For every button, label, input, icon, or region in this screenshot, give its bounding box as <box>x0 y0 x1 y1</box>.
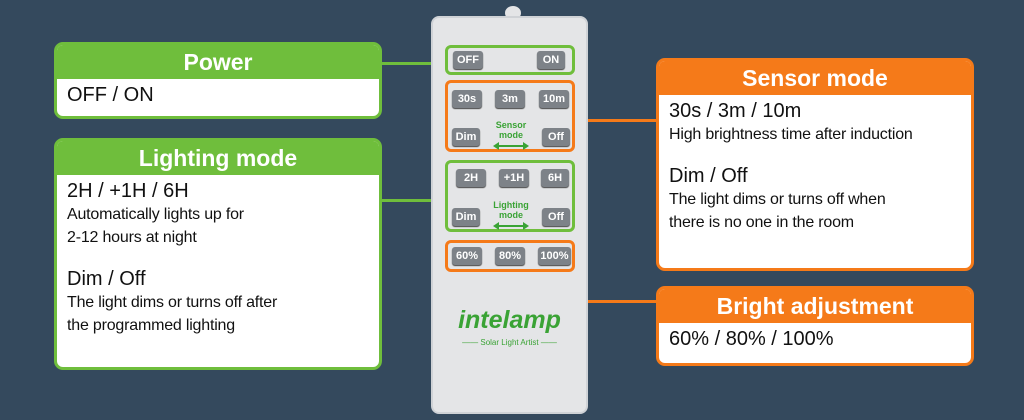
lighting-mode-arrow <box>493 222 529 230</box>
power-connector <box>380 62 444 65</box>
sensor-desc-2: The light dims or turns off when <box>669 191 886 208</box>
bright-title: Bright adjustment <box>659 289 971 323</box>
sensor-dim-off: Dim / Off <box>669 165 748 187</box>
lighting-desc-3: The light dims or turns off after <box>67 294 278 311</box>
lighting-plus1h-button[interactable]: +1H <box>499 169 529 187</box>
sensor-mode-arrow <box>493 142 529 150</box>
bright-80-button[interactable]: 80% <box>495 247 525 265</box>
sensor-mode-label-2: mode <box>498 130 523 140</box>
bright-panel: 60% 80% 100% <box>445 240 575 272</box>
on-button[interactable]: ON <box>537 51 565 69</box>
lighting-2h-button[interactable]: 2H <box>456 169 486 187</box>
lighting-desc-4: the programmed lighting <box>67 317 235 334</box>
sensor-off-button[interactable]: Off <box>542 128 570 146</box>
lighting-options: 2H / +1H / 6H <box>67 180 189 202</box>
sensor-mode-label: Sensor mode <box>486 120 536 140</box>
bright-100-button[interactable]: 100% <box>538 247 571 265</box>
bright-60-button[interactable]: 60% <box>452 247 482 265</box>
power-title: Power <box>57 45 379 79</box>
lighting-mode-label-2: mode <box>498 210 523 220</box>
sensor-callout: Sensor mode 30s / 3m / 10m High brightne… <box>656 58 974 271</box>
bright-callout: Bright adjustment 60% / 80% / 100% <box>656 286 974 366</box>
sensor-connector <box>576 119 658 122</box>
lighting-mode-label: Lighting mode <box>486 200 536 220</box>
lighting-mode-label-1: Lighting <box>493 200 529 210</box>
power-options: OFF / ON <box>67 84 154 106</box>
sensor-3m-button[interactable]: 3m <box>495 90 525 108</box>
lighting-desc-2: 2-12 hours at night <box>67 229 197 246</box>
sensor-title: Sensor mode <box>659 61 971 95</box>
lighting-panel: 2H +1H 6H Dim Lighting mode Off <box>445 160 575 232</box>
brand-tagline: —— Solar Light Artist —— <box>462 338 557 347</box>
lighting-desc-1: Automatically lights up for <box>67 206 244 223</box>
sensor-30s-button[interactable]: 30s <box>452 90 482 108</box>
sensor-mode-label-1: Sensor <box>495 120 527 130</box>
sensor-options: 30s / 3m / 10m <box>669 100 802 122</box>
bright-options: 60% / 80% / 100% <box>669 328 834 350</box>
lighting-connector <box>380 199 444 202</box>
sensor-10m-button[interactable]: 10m <box>539 90 569 108</box>
remote-control: OFF ON 30s 3m 10m Dim Sensor mode Off 2H… <box>431 16 588 414</box>
power-callout: Power OFF / ON <box>54 42 382 119</box>
lighting-off-button[interactable]: Off <box>542 208 570 226</box>
lighting-dim-button[interactable]: Dim <box>452 208 480 226</box>
sensor-dim-button[interactable]: Dim <box>452 128 480 146</box>
power-panel: OFF ON <box>445 45 575 75</box>
lighting-6h-button[interactable]: 6H <box>541 169 569 187</box>
lighting-callout: Lighting mode 2H / +1H / 6H Automaticall… <box>54 138 382 370</box>
sensor-desc-3: there is no one in the room <box>669 214 854 231</box>
lighting-title: Lighting mode <box>57 141 379 175</box>
off-button[interactable]: OFF <box>453 51 483 69</box>
sensor-desc-1: High brightness time after induction <box>669 126 913 143</box>
brand-logo: intelamp <box>458 306 561 334</box>
sensor-panel: 30s 3m 10m Dim Sensor mode Off <box>445 80 575 152</box>
lighting-dim-off: Dim / Off <box>67 268 146 290</box>
